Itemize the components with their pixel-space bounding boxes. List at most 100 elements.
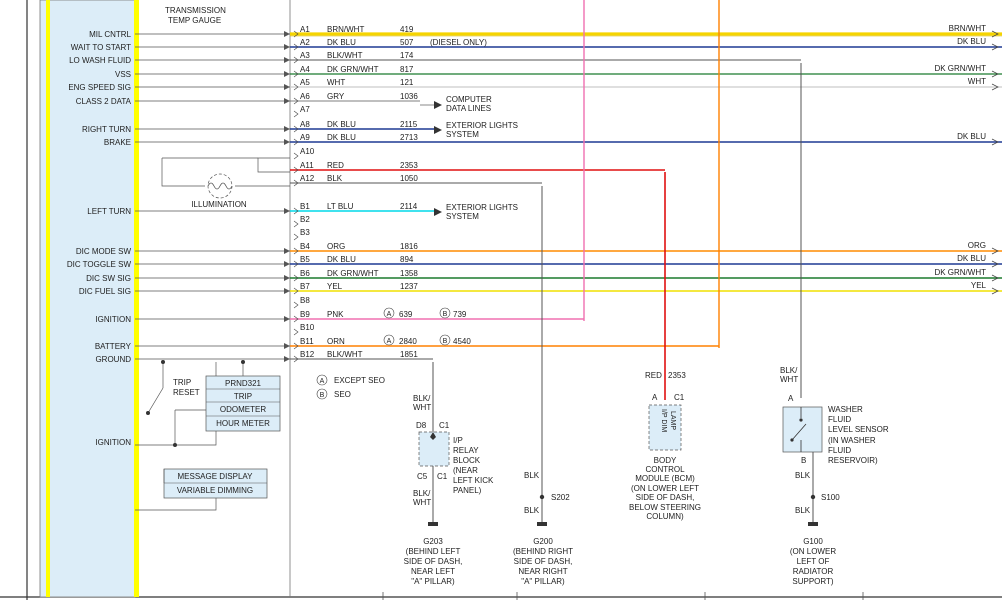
junction-trip-bottom [146, 411, 150, 415]
relay-c5: C5 [417, 472, 428, 481]
g100-desc-4: SUPPORT) [792, 577, 834, 586]
washer-label-3: LEVEL SENSOR [828, 425, 889, 434]
panel-highlight-left [46, 0, 50, 597]
pin-b11: B11 [300, 337, 314, 346]
bcm-label-7: COLUMN) [646, 512, 684, 521]
signal-dic-fuel-sig: DIC FUEL SIG [79, 287, 131, 296]
pin-a4: A4 [300, 65, 310, 74]
pin-b6: B6 [300, 269, 310, 278]
exterior-lights-2-a: EXTERIOR LIGHTS [446, 203, 518, 212]
bcm-wire-circuit: 2353 [668, 371, 686, 380]
illumination-label: ILLUMINATION [191, 200, 247, 209]
pin-chevron-a4 [293, 70, 299, 78]
pin-circuit-b11: 2840 [399, 337, 417, 346]
pin-color-a11: RED [327, 161, 344, 170]
pin-chevron-a2 [293, 43, 299, 51]
opt-a-b9: A [387, 311, 392, 318]
trip-box-label: TRIP [234, 392, 252, 401]
signal-battery: BATTERY [95, 342, 132, 351]
option-marks: A B A B [383, 307, 451, 346]
bcm-lamp-2: LAMP [669, 411, 676, 430]
pin-a7: A7 [300, 105, 310, 114]
message-display-label: MESSAGE DISPLAY [178, 472, 254, 481]
signal-mil-cntrl: MIL CNTRL [89, 30, 131, 39]
wire-right-label-a1: BRN/WHT [949, 24, 986, 33]
option-legend: A EXCEPT SEO B SEO [316, 374, 385, 400]
hour-meter-label: HOUR METER [216, 419, 270, 428]
computer-data-lines-1: COMPUTER [446, 95, 492, 104]
illum-link [257, 157, 290, 173]
signal-vss: VSS [115, 70, 131, 79]
pin-color-a6: GRY [327, 92, 345, 101]
pin-circuit-a5: 121 [400, 78, 414, 87]
computer-data-lines-2: DATA LINES [446, 104, 491, 113]
legend-a-mark: A [320, 378, 325, 385]
odometer-label: ODOMETER [220, 405, 266, 414]
signal-lines [135, 33, 290, 360]
variable-dimming-label: VARIABLE DIMMING [177, 486, 253, 495]
pin-color-b5: DK BLU [327, 255, 356, 264]
bottom-ticks [382, 592, 864, 600]
pin-a8: A8 [300, 120, 310, 129]
g200-desc-4: "A" PILLAR) [521, 577, 565, 586]
pin-circuit-b5: 894 [400, 255, 414, 264]
s100-label: S100 [821, 493, 840, 502]
g203-desc-3: NEAR LEFT [411, 567, 455, 576]
pin-color-a8: DK BLU [327, 120, 356, 129]
arrow-exterior-lights-1 [434, 126, 442, 134]
relay-label-6: PANEL) [453, 486, 482, 495]
g203-label: G203 [423, 537, 443, 546]
pin-chevron-b5 [293, 260, 299, 268]
offpage-arrow-8 [991, 287, 999, 295]
pin-a5: A5 [300, 78, 310, 87]
pin-chevron-b2 [293, 220, 299, 228]
opt-b-b9: B [443, 311, 448, 318]
pin-color-b12: BLK/WHT [327, 350, 363, 359]
pin-circuit-a4: 817 [400, 65, 414, 74]
pin-chevron-b4 [293, 247, 299, 255]
g200-desc-1: (BEHIND RIGHT [513, 547, 573, 556]
wire-right-label-a2: DK BLU [957, 37, 986, 46]
pin-chevron-a1 [293, 30, 299, 38]
pin-circuit-b9: 639 [399, 310, 413, 319]
signal-brake: BRAKE [104, 138, 131, 147]
arrow-computer-data [434, 101, 442, 109]
g200-ground: BLK S202 BLK G200 (BEHIND RIGHT SIDE OF … [513, 471, 573, 586]
wire-right-label-a4: DK GRN/WHT [934, 64, 986, 73]
pin-b5: B5 [300, 255, 310, 264]
opt-b-b11: B [443, 338, 448, 345]
offpage-arrow-0 [991, 30, 999, 38]
wire-right-label-a5: WHT [968, 77, 986, 86]
washer-pin-a: A [788, 394, 794, 403]
pin-chevron-a8 [293, 125, 299, 133]
pin-color-b11: ORN [327, 337, 345, 346]
pin-circuit-b1: 2114 [400, 202, 418, 211]
relay-label-2: RELAY [453, 446, 479, 455]
wire-right-label-b7: YEL [971, 281, 987, 290]
bcm-label-1: BODY [654, 456, 677, 465]
washer-label-2: FLUID [828, 415, 851, 424]
signal-right-turn: RIGHT TURN [82, 125, 131, 134]
signal-ignition-2: IGNITION [95, 438, 131, 447]
pin-circuit-a8: 2115 [400, 120, 418, 129]
reset-label: RESET [173, 388, 200, 397]
signal-eng-speed-sig: ENG SPEED SIG [68, 83, 131, 92]
pin-color-b1: LT BLU [327, 202, 354, 211]
pin-chevron-b9 [293, 315, 299, 323]
pin-circuit-b6: 1358 [400, 269, 418, 278]
pin-color-a1: BRN/WHT [327, 25, 364, 34]
pin-chevron-a3 [293, 56, 299, 64]
signal-lo-wash-fluid: LO WASH FLUID [69, 56, 131, 65]
signal-wait-to-start: WAIT TO START [71, 43, 131, 52]
signal-ignition: IGNITION [95, 315, 131, 324]
bcm-module: RED 2353 A C1 I/P DIM LAMP BODY CONTROL … [629, 371, 701, 521]
junction-trip-top [161, 360, 165, 364]
g200-desc-3: NEAR RIGHT [518, 567, 567, 576]
pin-b9: B9 [300, 310, 310, 319]
legend-b-mark: B [320, 392, 325, 399]
signal-dic-sw-sig: DIC SW SIG [86, 274, 131, 283]
bcm-c1: C1 [674, 393, 685, 402]
destination-arrows: COMPUTER DATA LINES EXTERIOR LIGHTS SYST… [420, 95, 518, 221]
offpage-arrow-4 [991, 138, 999, 146]
pin-chevron-a7 [293, 110, 299, 118]
